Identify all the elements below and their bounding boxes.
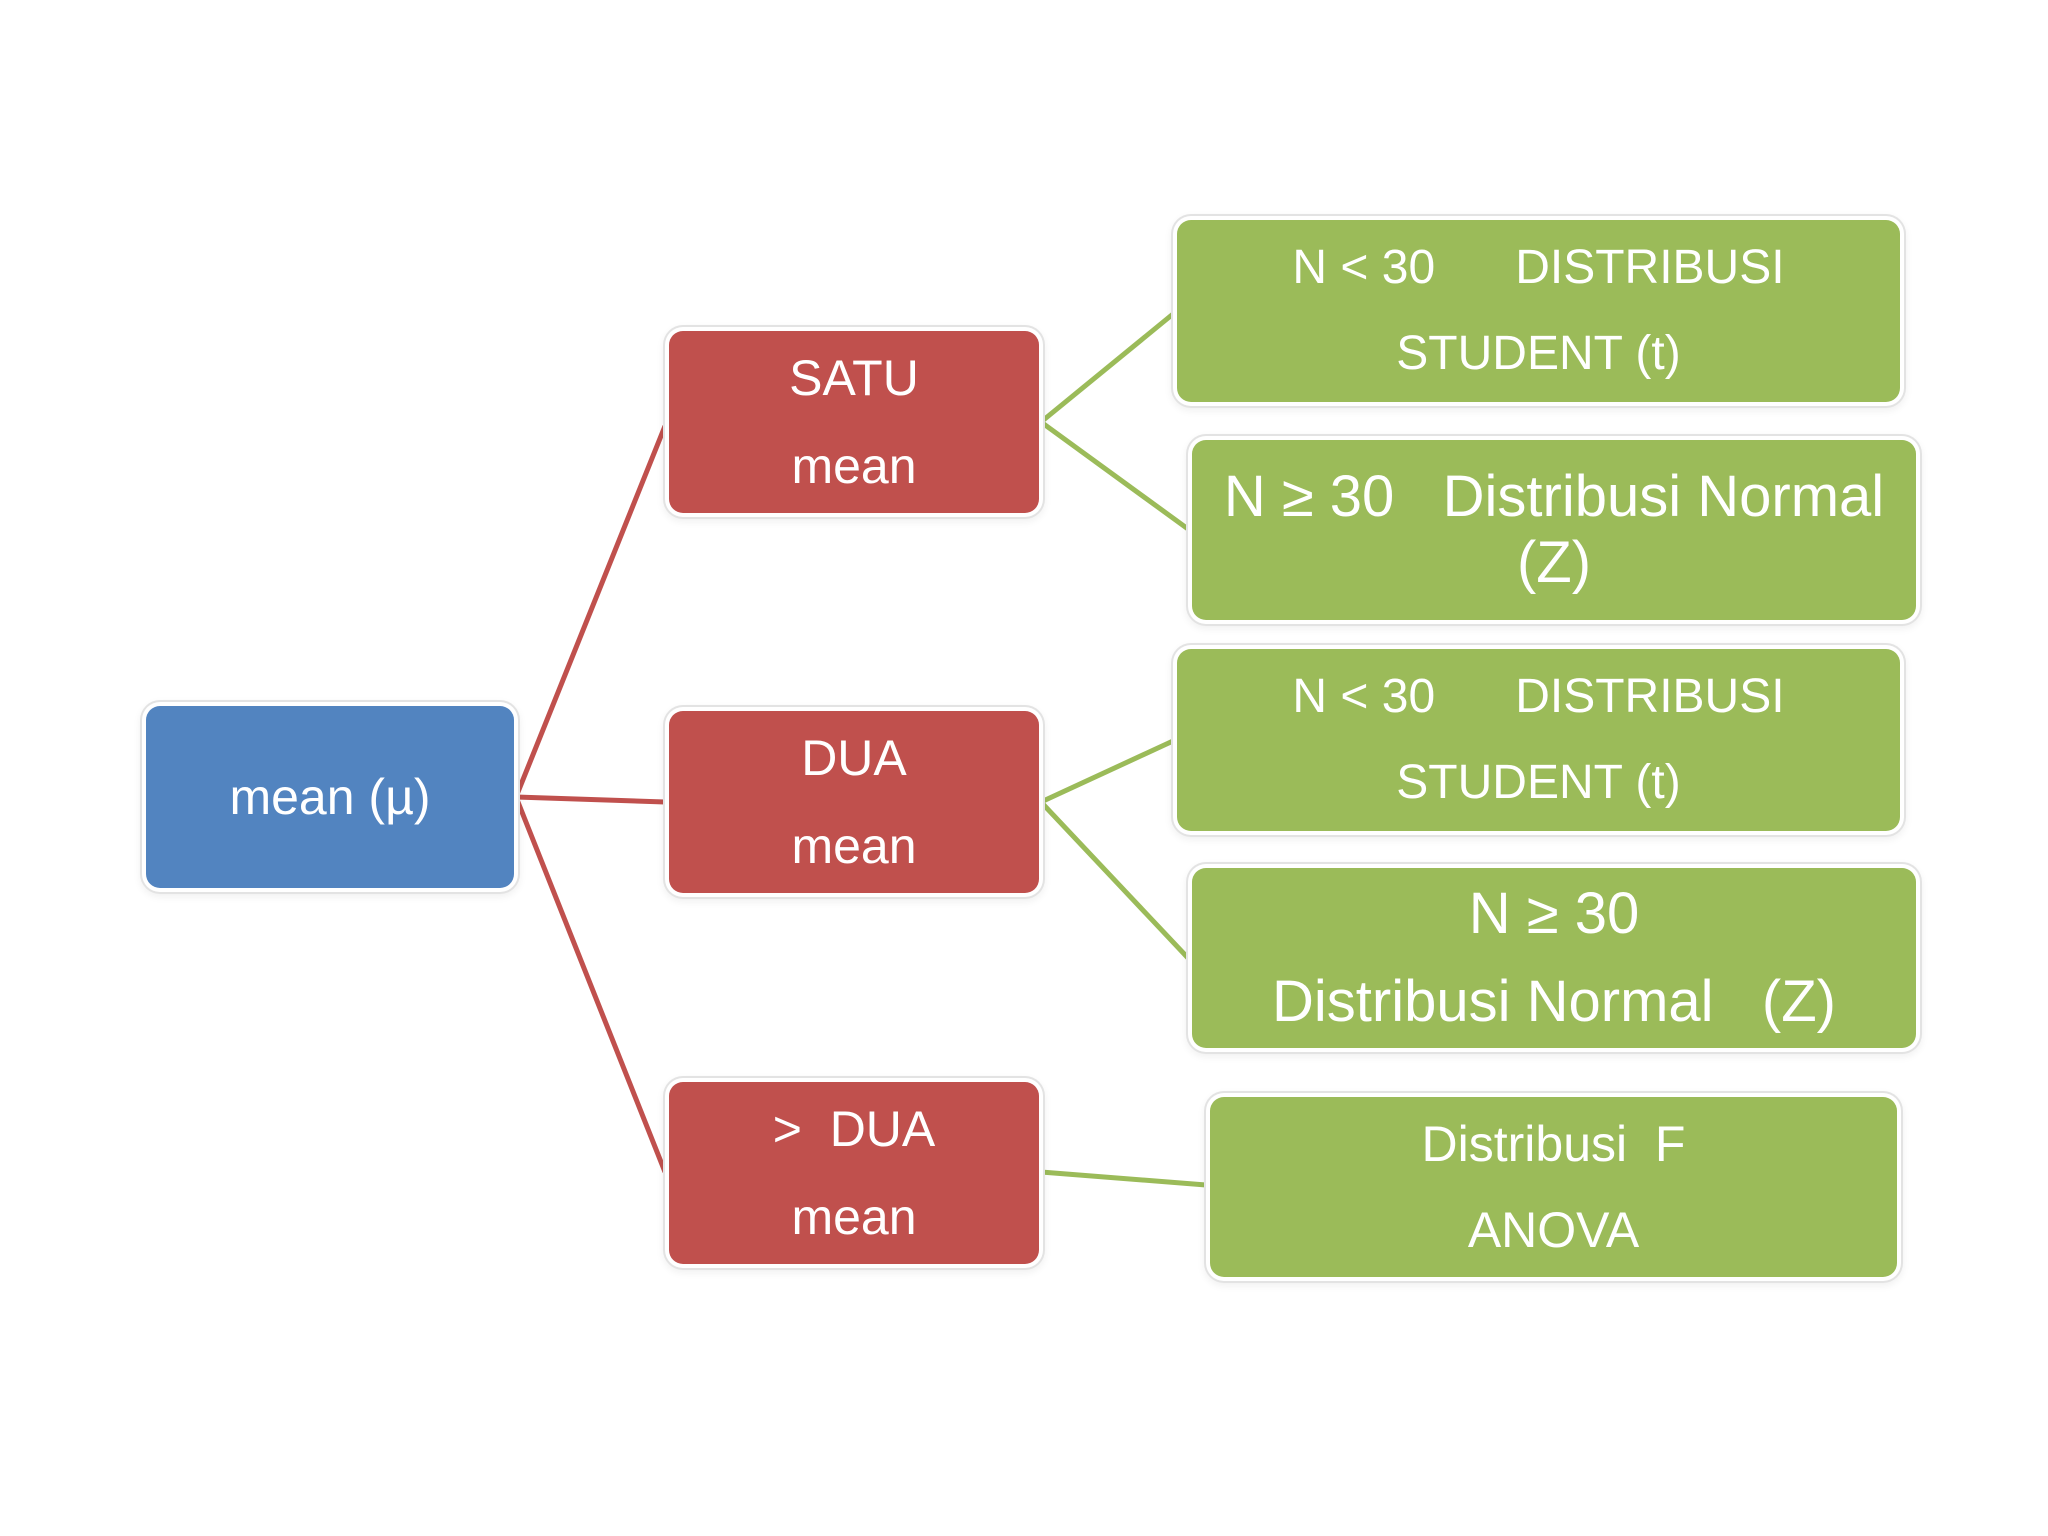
connector-dua-to-leaf-2 (1039, 738, 1175, 805)
connector-satu-to-leaf-0 (1039, 312, 1175, 424)
branch-label-line-1: > DUA (772, 1101, 936, 1157)
root-node-mean-mu: mean (µ) (146, 706, 514, 888)
branch-node-dua-mean: DUA mean (669, 711, 1039, 893)
connector-root-to-dua (515, 794, 666, 805)
connector-more-than-dua-to-leaf-4 (1040, 1169, 1207, 1188)
leaf-label-line-1: N < 30 DISTRIBUSI (1292, 241, 1785, 294)
branch-label-line-2: mean (791, 1189, 917, 1245)
branch-label-line-1: SATU (789, 350, 919, 406)
leaf-label-line-1: N < 30 DISTRIBUSI (1292, 670, 1785, 723)
branch-node-satu-mean: SATU mean (669, 331, 1039, 513)
connector-root-to-more-than-dua (513, 796, 668, 1173)
branch-label-line-1: DUA (801, 730, 907, 786)
leaf-node-satu-normal-z: N ≥ 30 Distribusi Normal (Z) (1192, 440, 1916, 620)
connector-satu-to-leaf-1 (1039, 419, 1190, 532)
connector-dua-to-leaf-3 (1039, 800, 1190, 960)
leaf-label-line-2: ANOVA (1467, 1202, 1640, 1258)
branch-node-more-than-dua-mean: > DUA mean (669, 1082, 1039, 1264)
leaf-label-line-2: (Z) (1516, 530, 1592, 595)
leaf-node-satu-student-t: N < 30 DISTRIBUSI STUDENT (t) (1177, 220, 1900, 402)
root-label: mean (µ) (229, 769, 431, 825)
branch-label-line-2: mean (791, 438, 917, 494)
leaf-label-line-2: Distribusi Normal (Z) (1272, 969, 1836, 1034)
leaf-node-distribusi-f-anova: Distribusi F ANOVA (1210, 1097, 1897, 1277)
leaf-node-dua-student-t: N < 30 DISTRIBUSI STUDENT (t) (1177, 649, 1900, 831)
leaf-node-dua-normal-z: N ≥ 30 Distribusi Normal (Z) (1192, 868, 1916, 1048)
leaf-label-line-2: STUDENT (t) (1396, 756, 1681, 809)
connector-root-to-satu (513, 425, 668, 798)
leaf-label-line-2: STUDENT (t) (1396, 327, 1681, 380)
branch-label-line-2: mean (791, 818, 917, 874)
leaf-label-line-1: N ≥ 30 Distribusi Normal (1223, 464, 1885, 529)
leaf-label-line-1: N ≥ 30 (1468, 881, 1640, 946)
leaf-label-line-1: Distribusi F (1421, 1116, 1686, 1172)
